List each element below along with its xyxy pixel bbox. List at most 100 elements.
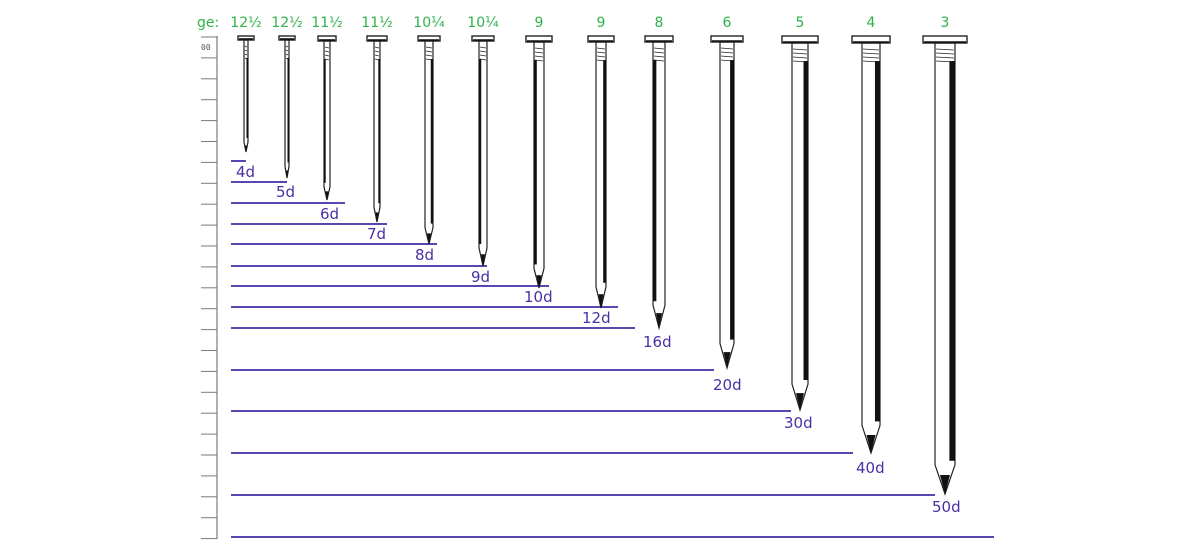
nail (644, 35, 674, 331)
nail-shadow (534, 60, 537, 265)
nail-tip (723, 352, 731, 368)
gauge-label: 5 (796, 15, 805, 31)
nail-grip-mark (285, 49, 289, 52)
nail-grip-mark (792, 60, 808, 63)
nail-grip-mark (935, 60, 955, 63)
nail-grip-mark (596, 47, 606, 50)
nail-grip-mark (324, 46, 330, 49)
gauge-label: 12½ (271, 15, 302, 31)
nail-head (417, 35, 441, 42)
nail-grip-mark (285, 57, 289, 60)
nail-grip-mark (374, 54, 380, 57)
nail-head (710, 35, 744, 43)
nail-grip-mark (862, 52, 880, 55)
nail-tip (427, 233, 431, 244)
nail-grip-mark (244, 57, 248, 60)
penny-label: 20d (713, 376, 742, 394)
nail-grip-mark (244, 45, 248, 48)
ruler-label: 00 (201, 43, 211, 52)
penny-label: 50d (932, 498, 961, 516)
gauge-label: 10¼ (467, 15, 499, 31)
nail-tip (866, 435, 876, 453)
nail-grip-mark (324, 58, 330, 61)
nail-grip-mark (653, 55, 665, 58)
nail-shadow (653, 60, 657, 302)
nail (417, 35, 441, 245)
nail (237, 35, 255, 153)
nail-grip-mark (324, 50, 330, 53)
nail (278, 35, 296, 179)
penny-label: 30d (784, 414, 813, 432)
penny-label: 40d (856, 459, 885, 477)
penny-label: 9d (471, 268, 490, 286)
nail-grip-mark (596, 51, 606, 54)
nail-grip-mark (324, 54, 330, 57)
gauge-label: 10¼ (413, 15, 445, 31)
nail-grip-mark (425, 46, 433, 49)
nail-tip (536, 275, 542, 288)
nail-shadow (603, 60, 606, 283)
nail-tip (481, 254, 485, 266)
nail-tip (940, 475, 950, 494)
nail-grip-mark (534, 55, 544, 58)
nail-grip-mark (244, 53, 248, 56)
penny-label: 10d (524, 288, 553, 306)
nail-grip-mark (720, 47, 734, 50)
nail-shadow (730, 60, 734, 340)
gauge-label: 9 (535, 15, 544, 31)
nail-head (366, 35, 388, 42)
nail (922, 35, 968, 496)
nail-grip-mark (935, 48, 955, 51)
nail-grip-mark (862, 56, 880, 59)
ruler: 00 (201, 36, 218, 540)
nail-grip-mark (720, 55, 734, 58)
nail (710, 35, 744, 371)
nail-grip-mark (792, 48, 808, 51)
nail-tip (325, 191, 329, 200)
nail-head (317, 35, 337, 42)
nail-tip (598, 294, 604, 308)
nail-head (851, 35, 891, 44)
nail-head (471, 35, 495, 42)
nail (587, 35, 615, 309)
gauge-header-label: ge: (197, 15, 219, 31)
nail-grip-mark (425, 54, 433, 57)
nail-grip-mark (935, 56, 955, 59)
nail (851, 35, 891, 455)
nail-grip-mark (425, 58, 433, 61)
nail-head (781, 35, 819, 44)
nail-tip (656, 313, 662, 328)
gauge-label: 6 (723, 15, 732, 31)
nail-grip-mark (862, 60, 880, 63)
gauge-label: 9 (597, 15, 606, 31)
gauge-label: 12½ (230, 15, 261, 31)
gauge-label: 8 (655, 15, 664, 31)
gauge-label: 3 (941, 15, 950, 31)
nail-grip-mark (374, 46, 380, 49)
penny-label: 4d (236, 163, 255, 181)
nail-grip-mark (653, 47, 665, 50)
nail (471, 35, 495, 267)
nails (237, 35, 968, 496)
nail-grip-mark (374, 50, 380, 53)
nail-tip (375, 212, 379, 222)
nail-shadow (287, 58, 289, 163)
nail-grip-mark (720, 51, 734, 54)
nail-grip-mark (935, 52, 955, 55)
nail-tip (796, 393, 804, 410)
gauge-label: 4 (867, 15, 876, 31)
gauge-label: 11½ (311, 15, 342, 31)
nail-grip-mark (596, 59, 606, 62)
penny-label: 6d (320, 205, 339, 223)
penny-label: 5d (276, 183, 295, 201)
nail (317, 35, 337, 201)
nail-shadow (949, 61, 955, 461)
nail-grip-mark (792, 52, 808, 55)
nail-grip-mark (479, 50, 487, 53)
penny-label: 8d (415, 246, 434, 264)
nail-head (237, 35, 255, 41)
nail-grip-mark (479, 46, 487, 49)
gauge-label: 11½ (361, 15, 392, 31)
